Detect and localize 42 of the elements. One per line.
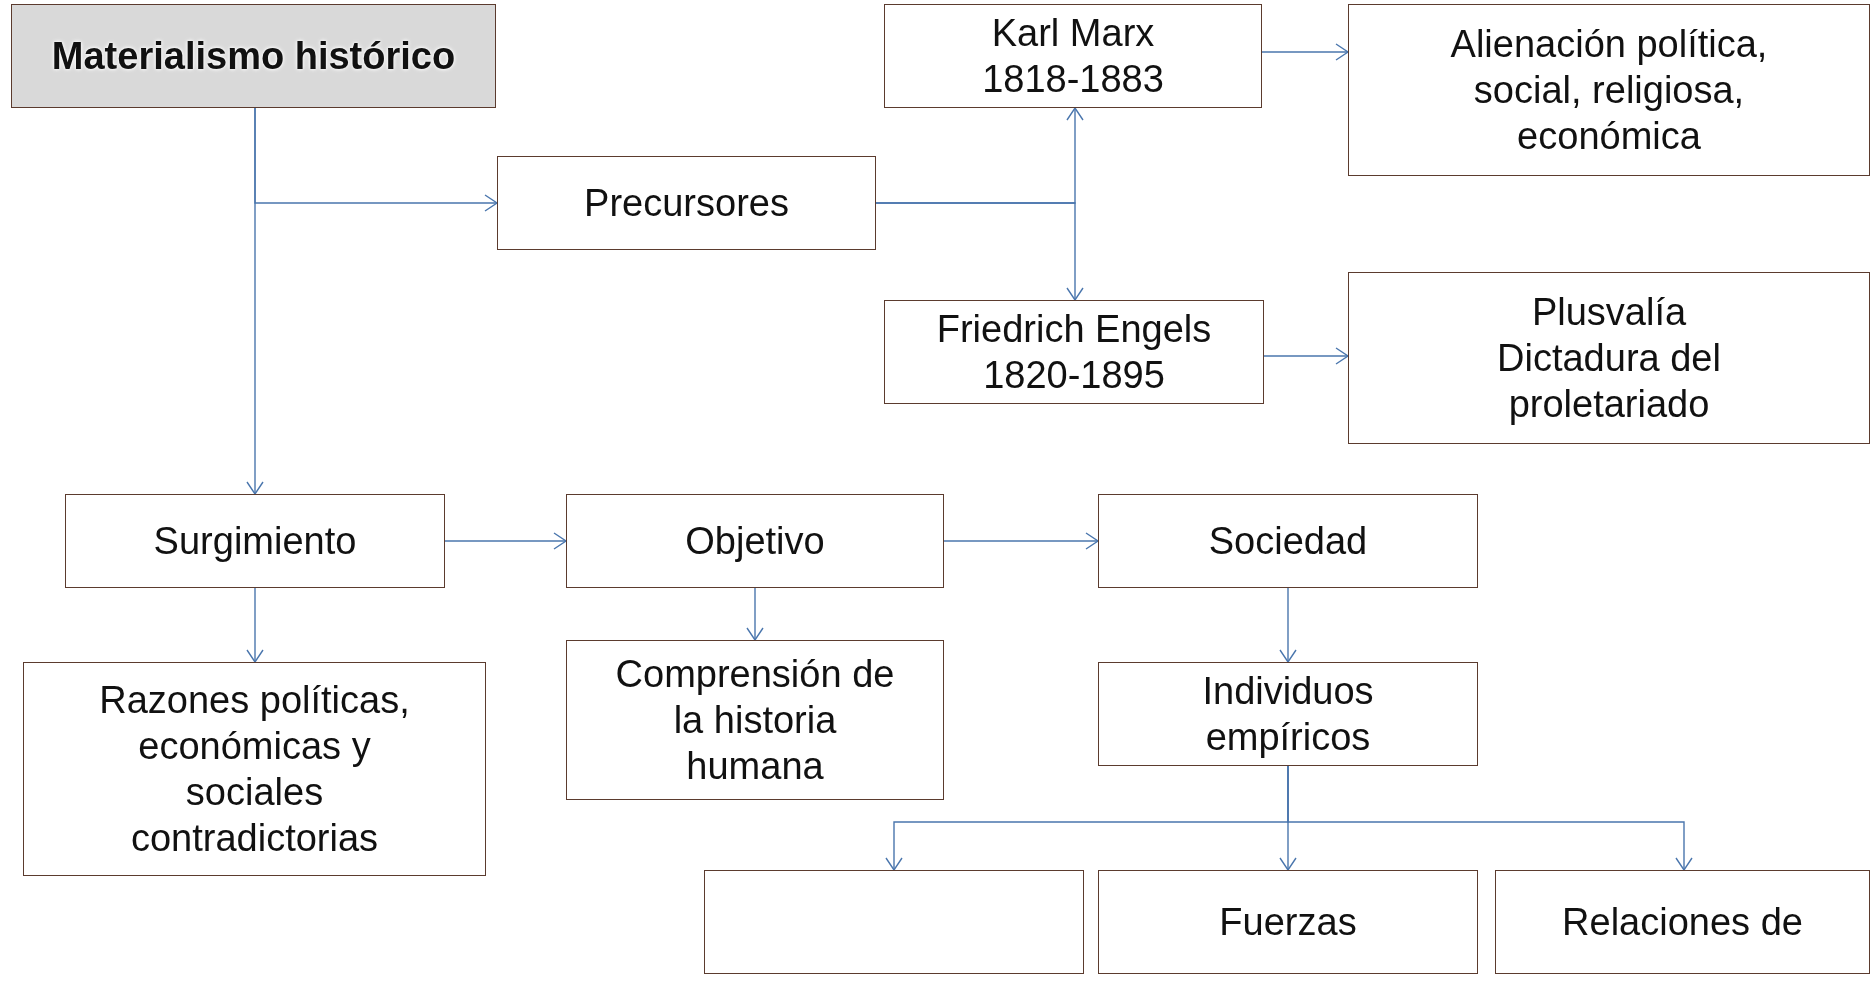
- node-label: Sociedad: [1208, 519, 1368, 564]
- arrow: [246, 107, 264, 495]
- node-label: Objetivo: [685, 519, 825, 564]
- node-label: Precursores: [584, 181, 789, 226]
- concept-box: [1098, 662, 1478, 766]
- node-label: Surgimiento: [153, 519, 357, 564]
- person-box: [884, 4, 1262, 108]
- arrow: [444, 532, 567, 550]
- node-label: Dictadura del proletariado: [1496, 336, 1722, 427]
- person-box: [884, 300, 1264, 404]
- node-label: 1818-1883: [982, 57, 1164, 102]
- arrow: [1263, 347, 1349, 365]
- node-label: Friedrich Engels: [936, 307, 1212, 352]
- concept-box: [566, 494, 944, 588]
- node-label: Razones políticas, económicas y sociales contradictorias: [98, 678, 411, 861]
- node-label: Karl Marx: [991, 11, 1155, 56]
- node-label: Materialismo histórico: [51, 34, 456, 79]
- node-label: Fuerzas: [1219, 900, 1357, 945]
- arrow: [1261, 43, 1349, 61]
- empty-box: [704, 870, 1084, 974]
- concept-box: [497, 156, 876, 250]
- concept-box: [1098, 494, 1478, 588]
- title-box: [11, 4, 496, 108]
- arrow: [1287, 765, 1693, 871]
- node-label: Plusvalía: [1531, 290, 1687, 335]
- node-label: Relaciones de: [1562, 900, 1803, 945]
- concept-box: [1098, 870, 1478, 974]
- node-label: 1820-1895: [983, 353, 1165, 398]
- concept-box: [23, 662, 486, 876]
- arrow: [875, 202, 1084, 301]
- concept-box: [1348, 4, 1870, 176]
- arrow: [1279, 587, 1297, 663]
- concept-box: [65, 494, 445, 588]
- node-label: Alienación política, social, religiosa, económica: [1449, 22, 1769, 159]
- node-label: Comprensión de la historia humana: [614, 652, 896, 789]
- concept-box: [1348, 272, 1870, 444]
- node-label: Individuos empíricos: [1201, 669, 1375, 760]
- concept-box: [1495, 870, 1870, 974]
- arrow: [746, 587, 764, 641]
- arrow: [246, 587, 264, 663]
- concept-box: [566, 640, 944, 800]
- arrow: [943, 532, 1099, 550]
